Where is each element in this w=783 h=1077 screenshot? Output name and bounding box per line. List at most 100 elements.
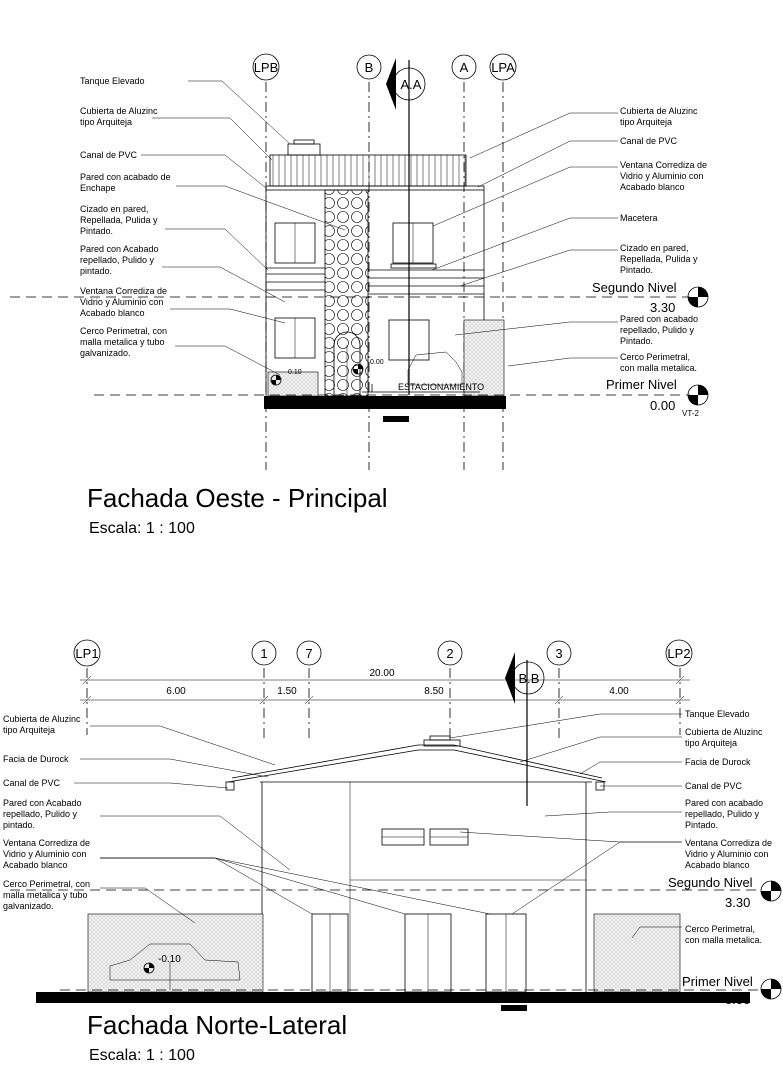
note-line: Cerco Perimetral, [620,352,690,362]
note-line: Cubierta de Aluzinc [685,727,763,737]
svg-text:Facia de Durock: Facia de Durock [685,757,751,767]
section-marker-aa: A.A [383,58,426,422]
note-line: Pared con acabado de [80,172,171,182]
note-line: Macetera [620,213,658,223]
note-line: Enchape [80,183,116,193]
west-right-leaders [431,112,618,367]
west-scale: Escala: 1 : 100 [89,520,195,537]
svg-text:Canal de PVC: Canal de PVC [80,150,138,160]
note-line: Pintado. [685,820,718,830]
north-building [36,735,750,1003]
note-line: Cizado en pared, [80,204,149,214]
note-line: Vidrio y Aluminio con [3,849,86,859]
svg-text:Cizado en pared,Repellada, Pul: Cizado en pared,Repellada, Pulida yPinta… [80,204,158,236]
note-line: pintado. [80,266,112,276]
west-building [264,139,506,409]
note-line: malla metalica y tubo [3,890,88,900]
note-line: Ventana Corrediza de [685,838,772,848]
note-line: Pared con Acabado [3,798,82,808]
note-line: Vidrio y Aluminio con [685,849,768,859]
axis-label: LP1 [75,646,98,661]
dimension-label: 4.00 [609,686,629,697]
note-line: repellado, Pulido y [3,809,78,819]
note-line: Facia de Durock [685,757,751,767]
west-title: Fachada Oeste - Principal [87,483,388,513]
perimeter-fence-left [87,913,264,993]
sidewalk-level-mark: -0.10 [143,954,181,990]
note-line: Canal de PVC [685,781,743,791]
west-left-leaders [141,80,346,376]
perimeter-fence [463,319,505,397]
perimeter-fence-right [593,913,681,993]
note-line: repellado, Pulido y [80,255,155,265]
note-line: Cizado en pared, [620,243,689,253]
second-level-tag: Segundo Nivel 3.30 [592,280,709,315]
note-line: Cubierta de Aluzinc [620,106,698,116]
north-axis-bubbles: LP1 1 7 2 3 LP2 [73,639,693,667]
north-first-level-tag: Primer Nivel 0.00 [682,974,782,1007]
level-value: 3.30 [650,300,675,315]
water-tank [287,143,321,156]
note-line: repellado, Pulido y [620,325,695,335]
note-line: Pared con acabado [685,798,763,808]
north-scale: Escala: 1 : 100 [89,1047,195,1064]
level-value: 3.30 [725,895,750,910]
level-value: 0.00 [650,398,675,413]
axis-label: 3 [555,646,562,661]
level-name: Primer Nivel [682,974,753,989]
dimension-label: 6.00 [166,686,186,697]
note-line: Canal de PVC [620,136,678,146]
level-tag-code: VT-2 [682,409,699,418]
note-line: Repellada, Pulida y [620,254,698,264]
overall-dimension: 20.00 [369,668,394,679]
section-label: A.A [401,77,422,92]
note-line: Cerco Perimetral, [685,924,755,934]
note-line: Acabado blanco [620,182,685,192]
north-second-level-tag: Segundo Nivel 3.30 [668,875,782,910]
dimension-label: 1.50 [277,686,297,697]
note-line: Acabado blanco [3,860,68,870]
parking-label: ESTACIONAMIENTO [398,382,484,392]
north-title: Fachada Norte-Lateral [87,1010,347,1040]
level-name: Segundo Nivel [668,875,753,890]
note-line: tipo Arquiteja [3,725,55,735]
svg-text:Canal de PVC: Canal de PVC [685,781,743,791]
svg-text:Canal de PVC: Canal de PVC [620,136,678,146]
section-marker-bb: B.B [501,652,545,1011]
level-name: Primer Nivel [606,377,677,392]
north-axis-lines [86,668,681,740]
note-line: Ventana Corrediza de [3,838,90,848]
note-line: Cerco Perimetral, con [3,879,90,889]
note-line: Pintado. [80,226,113,236]
axis-label: LPB [254,60,279,75]
axis-label: 7 [305,646,312,661]
note-line: Canal de PVC [3,778,61,788]
note-line: Pintado. [620,336,653,346]
note-line: Tanque Elevado [685,709,750,719]
svg-text:Tanque Elevado: Tanque Elevado [80,76,145,86]
note-line: malla metalica y tubo [80,337,165,347]
note-line: galvanizado. [3,901,54,911]
note-line: Ventana Corrediza de [620,160,707,170]
note-line: tipo Arquiteja [80,117,132,127]
axis-label: 2 [446,646,453,661]
note-line: con malla metalica. [620,363,697,373]
note-line: Facia de Durock [3,754,69,764]
note-line: Cubierta de Aluzinc [80,106,158,116]
ground-slab [36,992,750,1003]
sidewalk-level: 0.10 [288,369,302,376]
svg-text:Macetera: Macetera [620,213,658,223]
